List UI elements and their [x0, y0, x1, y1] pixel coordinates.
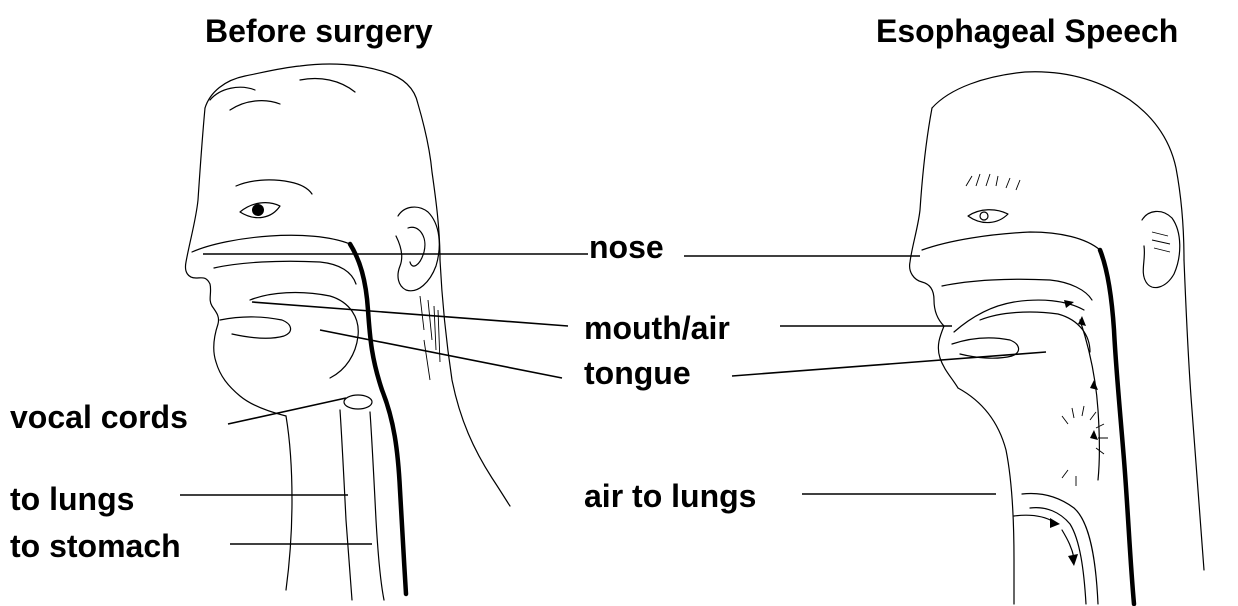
- label-mouth-air: mouth/air: [584, 310, 730, 346]
- left-head-illustration: [185, 64, 510, 600]
- left-hair-outline: [205, 64, 440, 260]
- right-inlet-arrow-2: [1068, 554, 1078, 566]
- left-palate: [214, 261, 356, 284]
- label-to-lungs: to lungs: [10, 481, 134, 517]
- right-hair-outline: [932, 72, 1184, 260]
- title-esophageal-speech: Esophageal Speech: [876, 13, 1178, 49]
- leader-tongue-left: [320, 330, 562, 378]
- left-esophagus: [370, 412, 384, 600]
- right-stoma-marks: [1062, 406, 1108, 486]
- left-ear-inner: [408, 227, 425, 266]
- label-nose: nose: [589, 229, 664, 265]
- left-hair-shading: [210, 79, 355, 111]
- leader-tongue-right: [732, 352, 1046, 376]
- left-face-profile: [185, 108, 286, 416]
- left-lower-jaw: [220, 317, 291, 338]
- right-face-profile: [910, 108, 958, 388]
- right-air-inlet: [1014, 515, 1054, 522]
- right-inlet-arrow-1: [1050, 518, 1060, 528]
- left-eyebrow: [236, 180, 312, 194]
- right-esophagus-line: [1100, 250, 1134, 604]
- right-trachea-inner: [1030, 508, 1086, 604]
- right-palate: [942, 279, 1092, 300]
- left-beard-shading: [420, 296, 440, 380]
- right-arrow-2: [1078, 316, 1086, 326]
- left-nasal-cavity: [192, 235, 350, 252]
- right-head-illustration: [910, 72, 1204, 604]
- left-pupil: [252, 204, 264, 216]
- label-air-to-lungs: air to lungs: [584, 478, 756, 514]
- left-neck-back: [440, 260, 510, 506]
- left-pharynx-line: [350, 244, 406, 594]
- left-vocal-cords: [344, 395, 372, 409]
- right-arrow-3: [1090, 380, 1098, 390]
- left-trachea: [340, 410, 352, 600]
- label-vocal-cords: vocal cords: [10, 399, 188, 435]
- right-arrow-4: [1090, 430, 1098, 440]
- left-neck-front: [286, 416, 292, 590]
- title-before-surgery: Before surgery: [205, 13, 433, 49]
- right-neck-front: [958, 388, 1014, 604]
- right-eyebrow: [966, 174, 1020, 190]
- right-pupil: [980, 212, 988, 220]
- right-neck-back: [1184, 260, 1204, 570]
- right-nasal-cavity: [922, 232, 1100, 250]
- right-air-inlet-2: [1062, 530, 1074, 558]
- right-ear-inner: [1152, 232, 1170, 252]
- leader-mouth-left: [252, 302, 568, 326]
- label-tongue: tongue: [584, 355, 691, 391]
- right-arrow-1: [1064, 300, 1074, 308]
- label-to-stomach: to stomach: [10, 528, 181, 564]
- right-tongue: [980, 312, 1090, 352]
- left-ear: [396, 207, 439, 291]
- right-trachea: [1022, 494, 1098, 604]
